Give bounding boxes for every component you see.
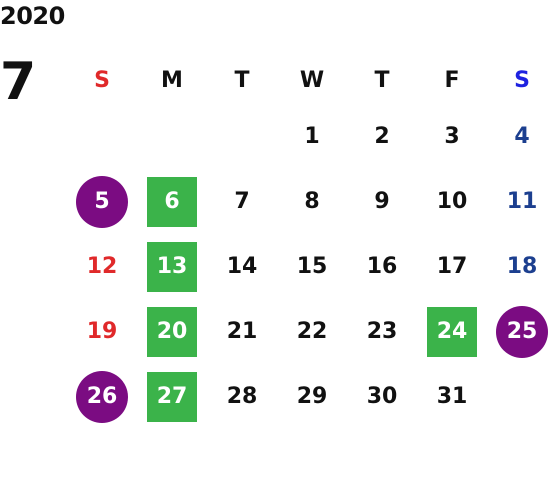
day-cell [137,104,207,169]
day-cell-highlighted[interactable]: 13 [137,234,207,299]
day-cell-highlighted[interactable]: 5 [67,169,137,234]
day-cell[interactable]: 17 [436,254,468,279]
day-cell-highlighted[interactable]: 20 [137,299,207,364]
day-cell[interactable]: 22 [296,319,328,344]
day-cell[interactable]: 3 [444,124,460,149]
weekday-wednesday: W [299,68,325,93]
day-cell[interactable]: 18 [506,254,538,279]
weekday-tuesday: T [234,68,250,93]
day-cell[interactable]: 19 [86,319,118,344]
day-cell[interactable]: 16 [366,254,398,279]
day-cell[interactable]: 9 [374,189,390,214]
weekday-sunday: S [94,68,110,93]
day-cell[interactable]: 28 [226,384,258,409]
day-cell[interactable]: 11 [506,189,538,214]
weekday-monday: M [161,68,183,93]
day-cell[interactable]: 7 [234,189,250,214]
year-label: 2020 [0,2,65,30]
day-cell[interactable]: 23 [366,319,398,344]
day-cell[interactable]: 8 [304,189,320,214]
day-cell-highlighted[interactable]: 26 [67,364,137,429]
day-cell[interactable]: 10 [436,189,468,214]
day-cell[interactable]: 21 [226,319,258,344]
day-cell-highlighted[interactable]: 27 [137,364,207,429]
day-cell[interactable]: 30 [366,384,398,409]
day-cell-highlighted[interactable]: 24 [417,299,487,364]
day-cell-highlighted[interactable]: 6 [137,169,207,234]
day-cell [207,104,277,169]
calendar-grid: S M T W T F S 1 2 3 4 5 6 7 8 9 10 11 12… [67,57,548,429]
day-cell [487,364,548,429]
day-cell[interactable]: 15 [296,254,328,279]
day-cell[interactable]: 1 [304,124,320,149]
day-cell [67,104,137,169]
day-cell-highlighted[interactable]: 25 [487,299,548,364]
day-cell[interactable]: 12 [86,254,118,279]
month-label: 7 [0,52,37,112]
day-cell[interactable]: 2 [374,124,390,149]
day-cell[interactable]: 31 [436,384,468,409]
day-cell[interactable]: 14 [226,254,258,279]
weekday-friday: F [444,68,460,93]
day-cell[interactable]: 4 [514,124,530,149]
weekday-saturday: S [514,68,530,93]
weekday-thursday: T [374,68,390,93]
day-cell[interactable]: 29 [296,384,328,409]
